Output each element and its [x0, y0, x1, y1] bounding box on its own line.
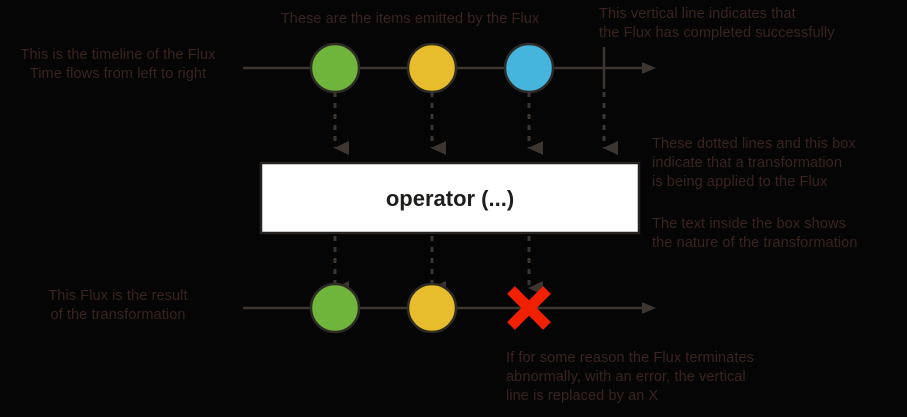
result-item-yellow[interactable]: [406, 282, 458, 334]
operator-box-label: operator (...): [385, 186, 515, 211]
transformation-annotation: These dotted lines and this box indicate…: [652, 136, 856, 190]
operator-box[interactable]: [259, 161, 641, 235]
result-flux-timeline: [243, 282, 656, 334]
source-flux-timeline: [243, 42, 656, 94]
items-annotation: These are the items emitted by the Flux: [280, 11, 540, 27]
result-item-green[interactable]: [309, 282, 361, 334]
upper-transform-arrows: [333, 92, 618, 155]
source-item-yellow[interactable]: [406, 42, 458, 94]
source-item-green[interactable]: [309, 42, 361, 94]
source-item-blue[interactable]: [503, 42, 555, 94]
box-text-annotation: The text inside the box shows the nature…: [652, 216, 858, 251]
completion-annotation: This vertical line indicates that the Fl…: [599, 6, 835, 41]
lower-transform-arrows: [333, 236, 543, 295]
result-annotation: This Flux is the result of the transform…: [48, 288, 188, 323]
timeline-annotation: This is the timeline of the Flux Time fl…: [20, 47, 216, 82]
error-annotation: If for some reason the Flux terminates a…: [506, 350, 754, 404]
error-x-icon[interactable]: [507, 286, 551, 330]
